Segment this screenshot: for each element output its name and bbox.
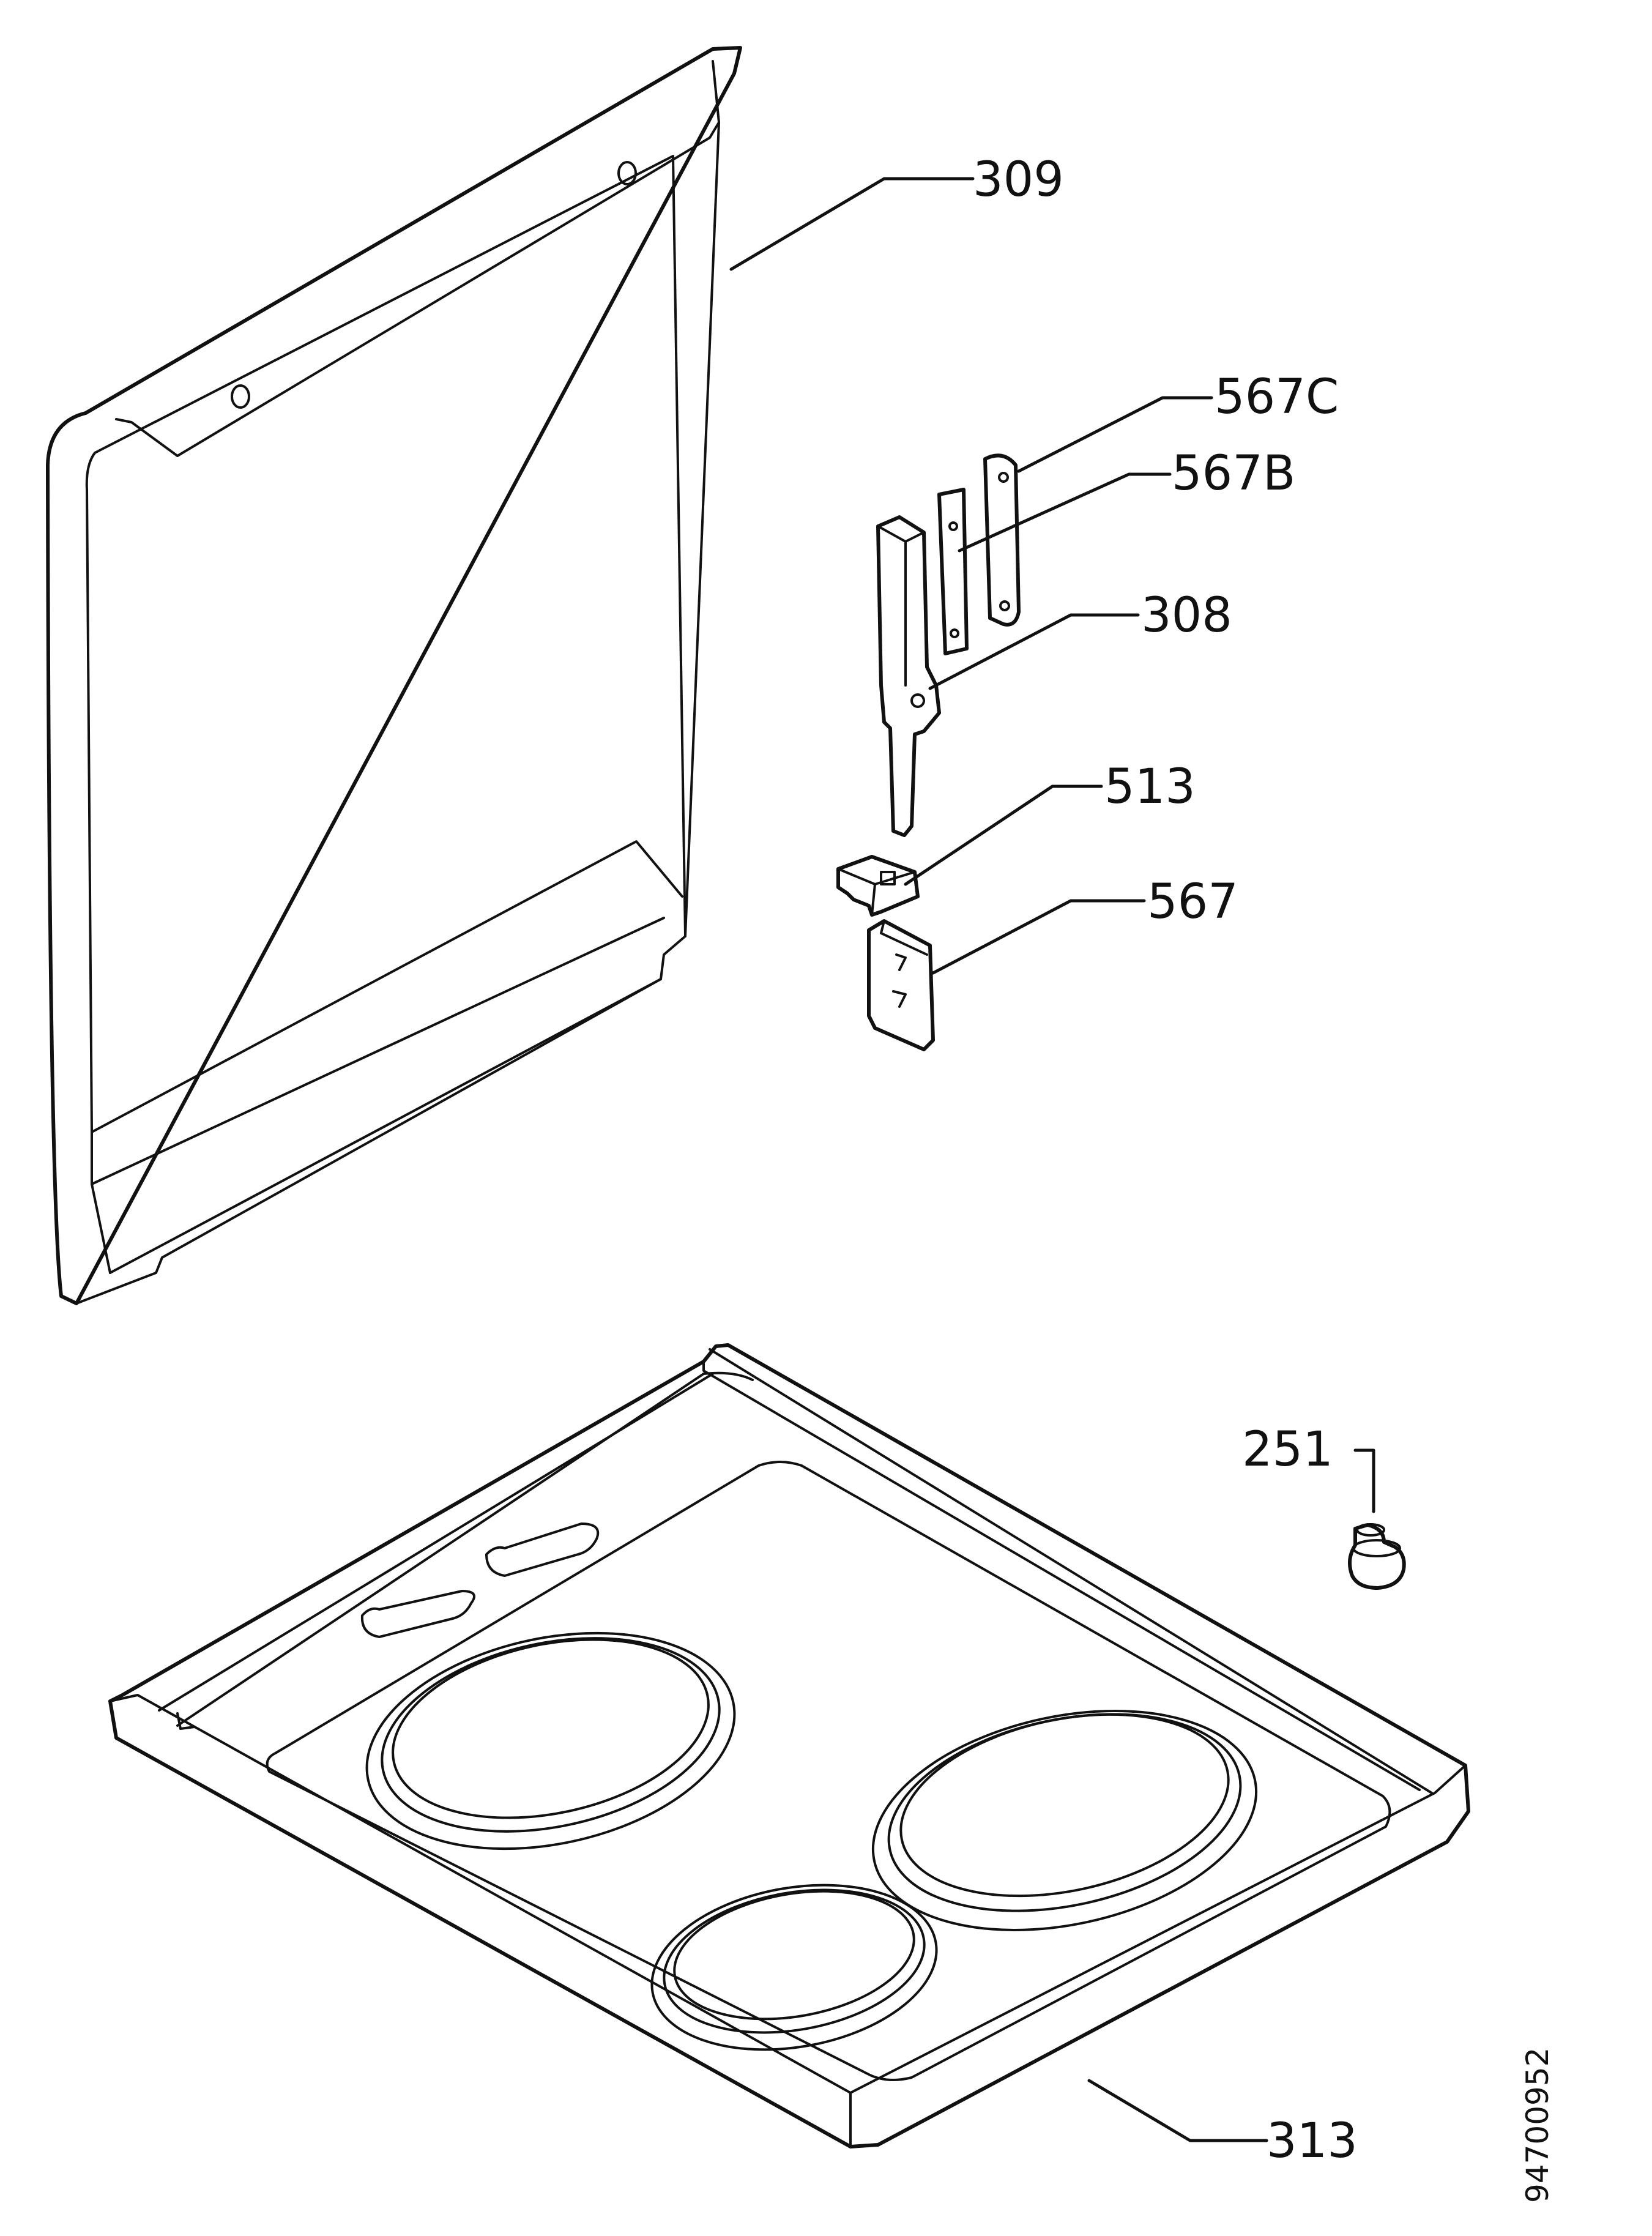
hob-part-313 [108, 1343, 1470, 2148]
callout-309: 309 [973, 152, 1064, 207]
leader-513 [904, 784, 1103, 886]
leader-567b [958, 472, 1172, 553]
foot-part-251 [1348, 1523, 1406, 1590]
leader-251 [1353, 1448, 1375, 1513]
leader-313 [1087, 2079, 1268, 2142]
callout-567: 567 [1147, 874, 1238, 930]
leader-567c [1017, 396, 1213, 473]
callout-308: 308 [1141, 588, 1232, 643]
plate-part-567b [937, 488, 969, 655]
callout-labels: 309 567C 567B 308 513 567 251 313 947009… [973, 152, 1555, 2203]
leader-309 [729, 177, 975, 271]
leader-308 [928, 613, 1140, 690]
lid-part-309 [46, 46, 742, 1305]
clip-part-513 [836, 855, 920, 917]
leader-lines [729, 177, 1375, 2142]
callout-251: 251 [1242, 1422, 1333, 1477]
bracket-part-567 [867, 919, 935, 1051]
callout-567c: 567C [1215, 370, 1339, 425]
plate-part-567c [983, 453, 1021, 627]
callout-513: 513 [1104, 759, 1196, 814]
callout-313: 313 [1267, 2114, 1358, 2169]
callout-567b: 567B [1172, 446, 1295, 501]
leader-567 [931, 899, 1146, 975]
document-number: 94700952 [1520, 2048, 1555, 2204]
hinge-part-308 [876, 515, 941, 837]
